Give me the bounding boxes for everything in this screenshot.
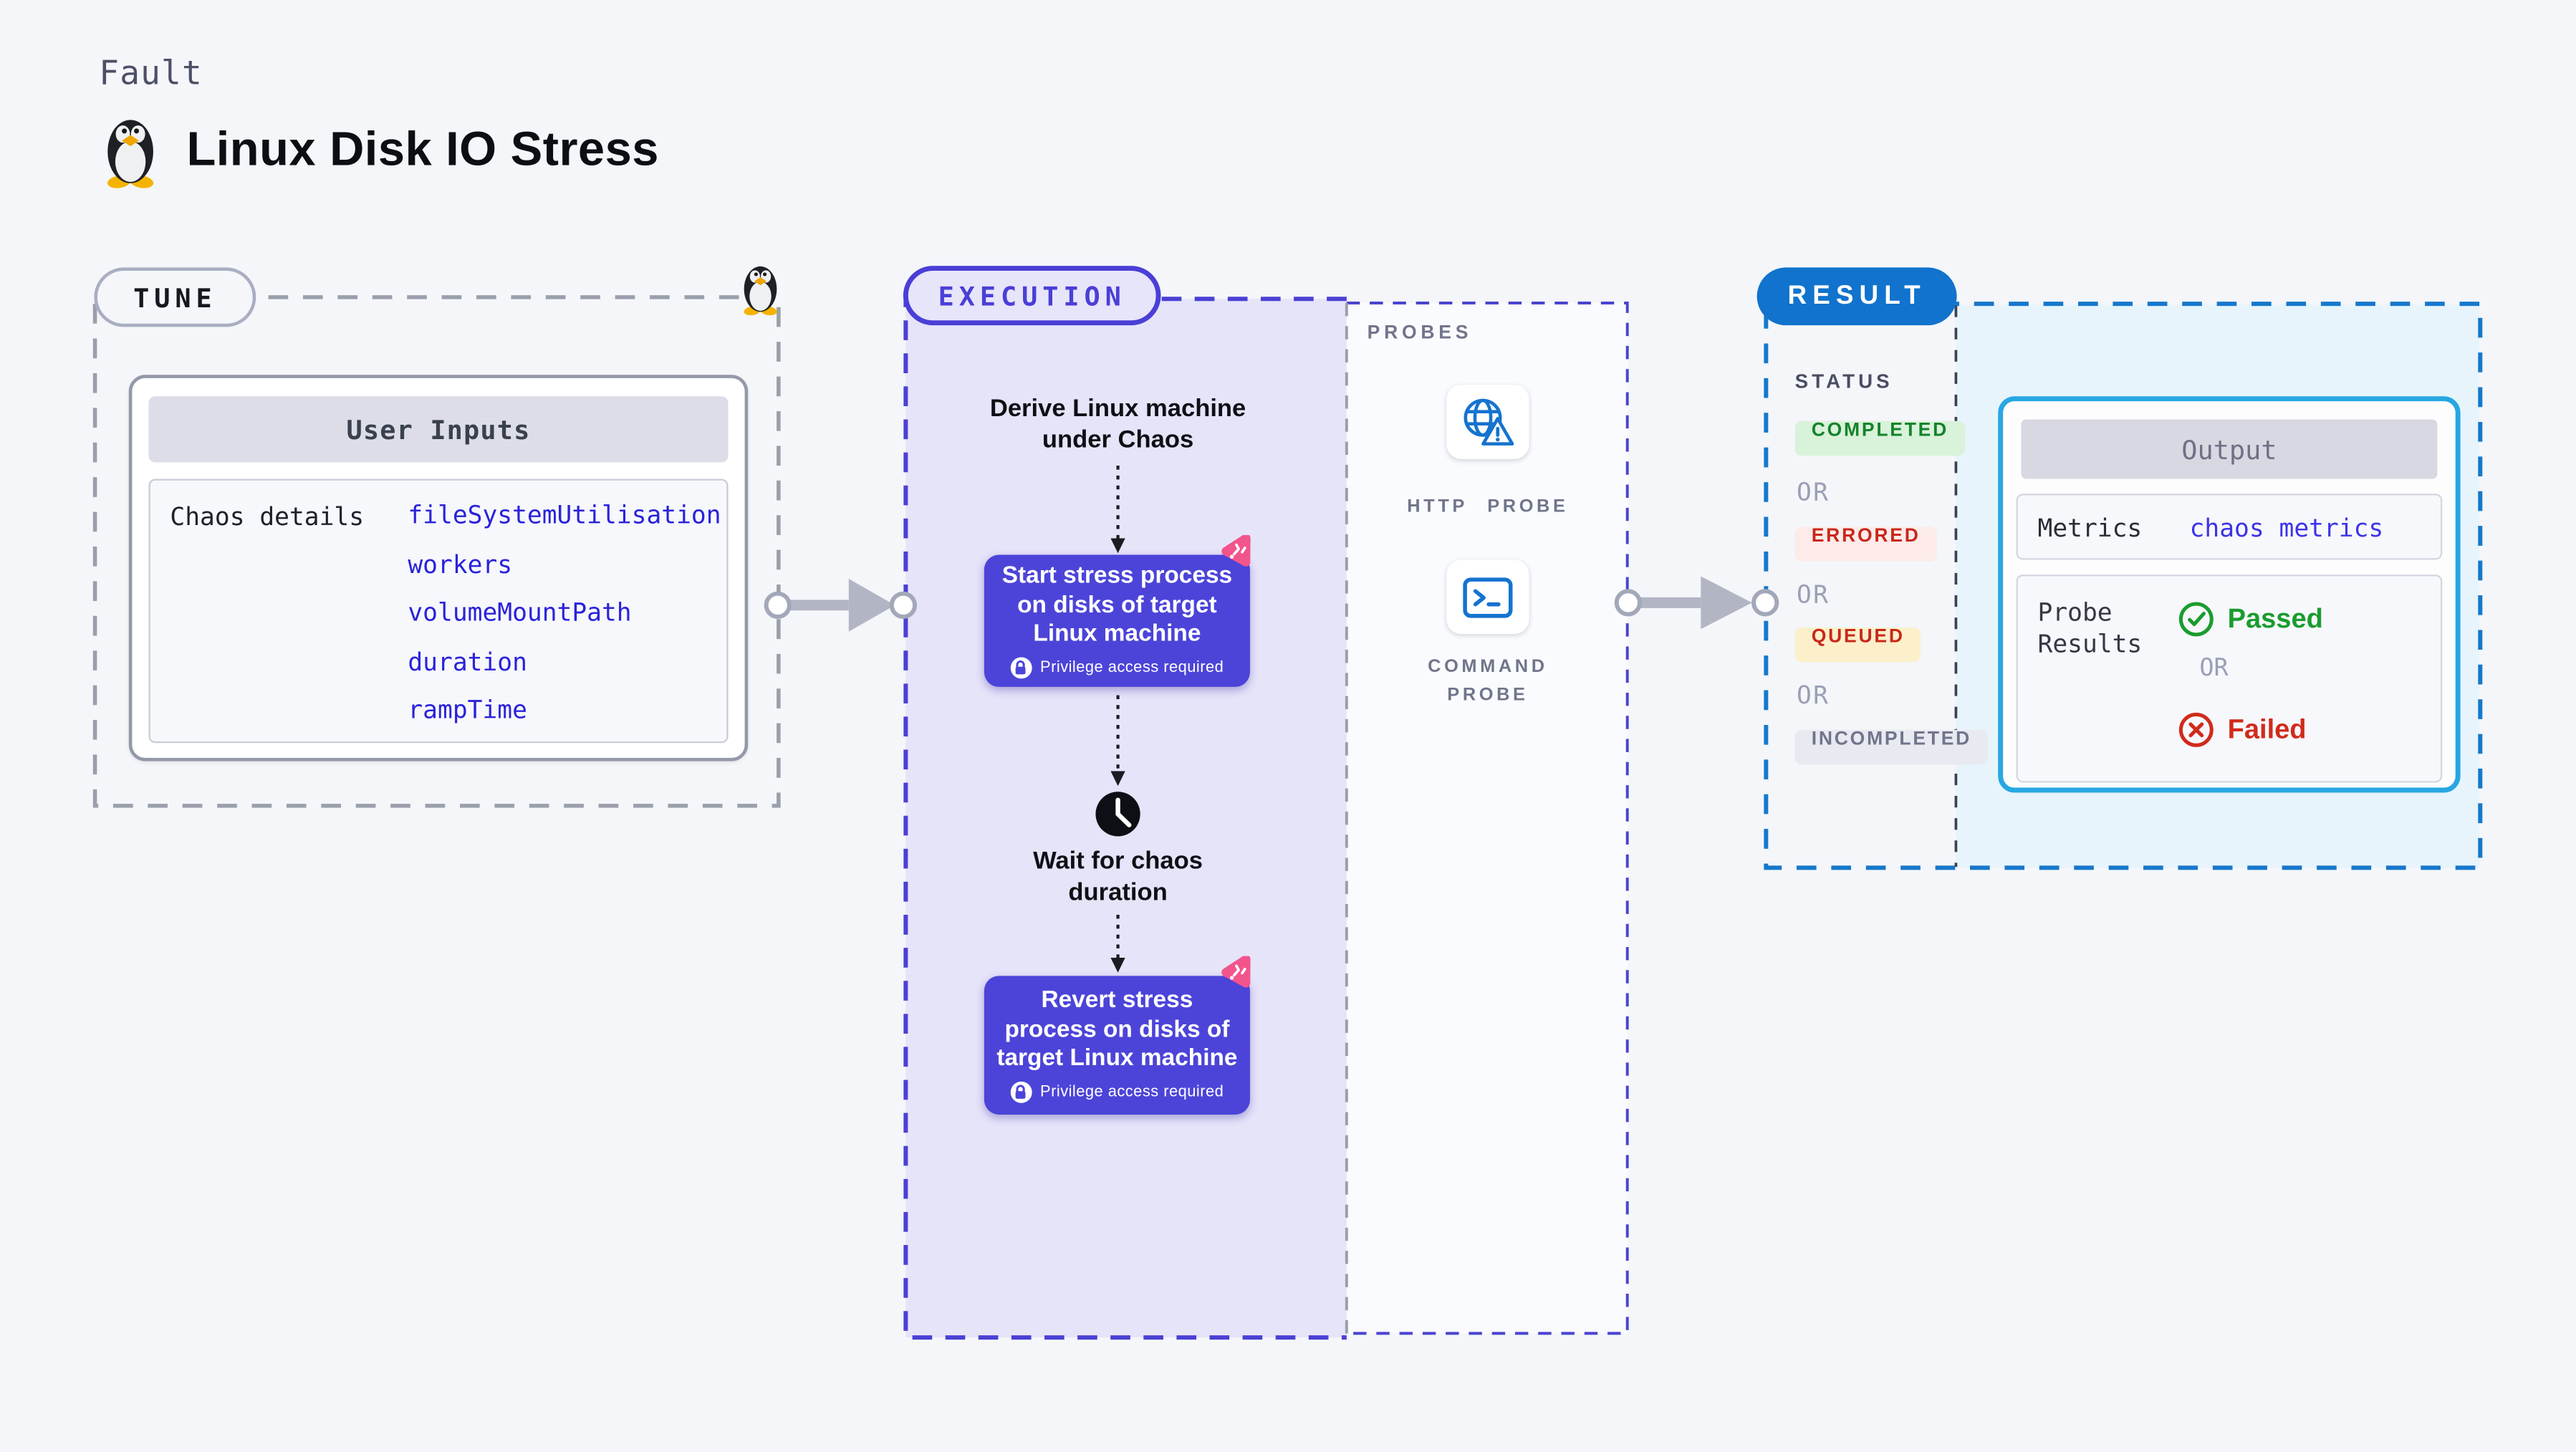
privilege-note: Privilege access required [1010,1081,1224,1103]
clock-icon [1095,792,1140,837]
fault-eyebrow: Fault [99,52,203,93]
user-inputs-card: User Inputs Chaos details fileSystemUtil… [128,375,749,761]
input-value: workers [408,549,513,579]
passed-result: Passed [2178,601,2323,638]
result-section-badge: RESULT [1756,267,1957,326]
probe-results-label: Probe Results [2037,597,2143,658]
chaos-icon [1221,534,1251,567]
metrics-label: Metrics [2037,513,2143,544]
user-inputs-title: User Inputs [148,396,729,463]
execution-section-badge: EXECUTION [903,266,1161,326]
lock-icon [1010,656,1032,678]
connector-dot [1751,589,1779,617]
input-value: duration [408,646,527,676]
check-circle-icon [2178,602,2214,637]
probes-dashed-border [1346,302,1629,1335]
or-label: OR [1796,680,1830,711]
linux-penguin-icon [107,120,154,188]
derive-step-label: Derive Linux machine under Chaos [953,393,1283,456]
derive-line: under Chaos [1042,425,1194,454]
status-label: STATUS [1794,370,1893,393]
start-stress-step: Start stress process on disks of target … [984,554,1250,687]
status-badge-queued: QUEUED [1794,627,1921,663]
chaos-icon [1221,956,1251,988]
step-text: on disks of target [1017,592,1217,619]
command-probe-label: COMMAND PROBE [1428,657,1548,706]
execution-dashed-border [903,297,1347,1340]
step-text: Revert stress [1041,988,1193,1014]
tune-dashed-box [92,295,781,808]
result-dashed-box [1764,302,2483,870]
input-value: fileSystemUtilisation [408,500,721,530]
input-value: volumeMountPath [408,597,632,628]
chaos-details-label: Chaos details [170,501,365,532]
privilege-note-text: Privilege access required [1040,1082,1224,1101]
x-circle-icon [2178,712,2214,747]
derive-line: Derive Linux machine [989,394,1246,423]
privilege-note-text: Privilege access required [1040,658,1224,677]
lock-icon [1010,1081,1032,1103]
tune-to-execution-arrow [764,578,918,632]
wait-line: Wait for chaos [1033,847,1203,875]
status-badge-incompleted: INCOMPLETED [1794,729,1989,765]
command-probe-card [1446,559,1529,635]
wait-line: duration [1068,878,1168,907]
step-text: target Linux machine [996,1045,1238,1072]
linux-penguin-icon [744,266,777,316]
metrics-value: chaos metrics [2189,513,2384,544]
failed-text: Failed [2227,713,2307,744]
chaos-details-values: fileSystemUtilisation workers volumeMoun… [408,492,721,736]
http-probe-card [1446,385,1529,459]
terminal-icon [1463,577,1513,617]
privilege-note: Privilege access required [1010,656,1224,678]
or-label: OR [2199,655,2229,683]
step-text: Linux machine [1033,621,1201,648]
wait-step-label: Wait for chaos duration [953,845,1283,908]
http-probe-label: HTTP PROBE [1407,496,1569,517]
page-title: Linux Disk IO Stress [186,122,659,176]
user-inputs-body: Chaos details fileSystemUtilisation work… [148,479,729,744]
status-badge-errored: ERRORED [1794,527,1937,562]
failed-result: Failed [2178,712,2307,749]
or-label: OR [1796,580,1830,610]
connector-dot [1614,589,1642,617]
probes-section-label: PROBES [1367,323,1473,344]
output-title: Output [2021,419,2438,479]
tune-section-badge: TUNE [94,267,256,327]
step-text: process on disks of [1004,1016,1230,1044]
flow-arrowheads [1110,538,1125,973]
connector-dot [764,591,792,619]
connector-dot [889,591,918,619]
status-badge-completed: COMPLETED [1794,420,1966,456]
page-title-row: Linux Disk IO Stress [99,112,659,188]
metrics-row: Metrics chaos metrics [2016,494,2443,560]
output-card: Output Metrics chaos metrics Probe Resul… [1998,396,2461,793]
step-text: Start stress process [1001,563,1233,590]
or-label: OR [1796,477,1830,507]
globe-warning-icon [1464,398,1514,445]
probe-results-row: Probe Results Passed OR Failed [2016,574,2443,783]
revert-stress-step: Revert stress process on disks of target… [984,976,1250,1115]
execution-to-result-arrow [1614,576,1779,630]
input-value: rampTime [408,695,527,725]
passed-text: Passed [2227,603,2323,634]
probes-region-fill [1346,302,1628,1334]
